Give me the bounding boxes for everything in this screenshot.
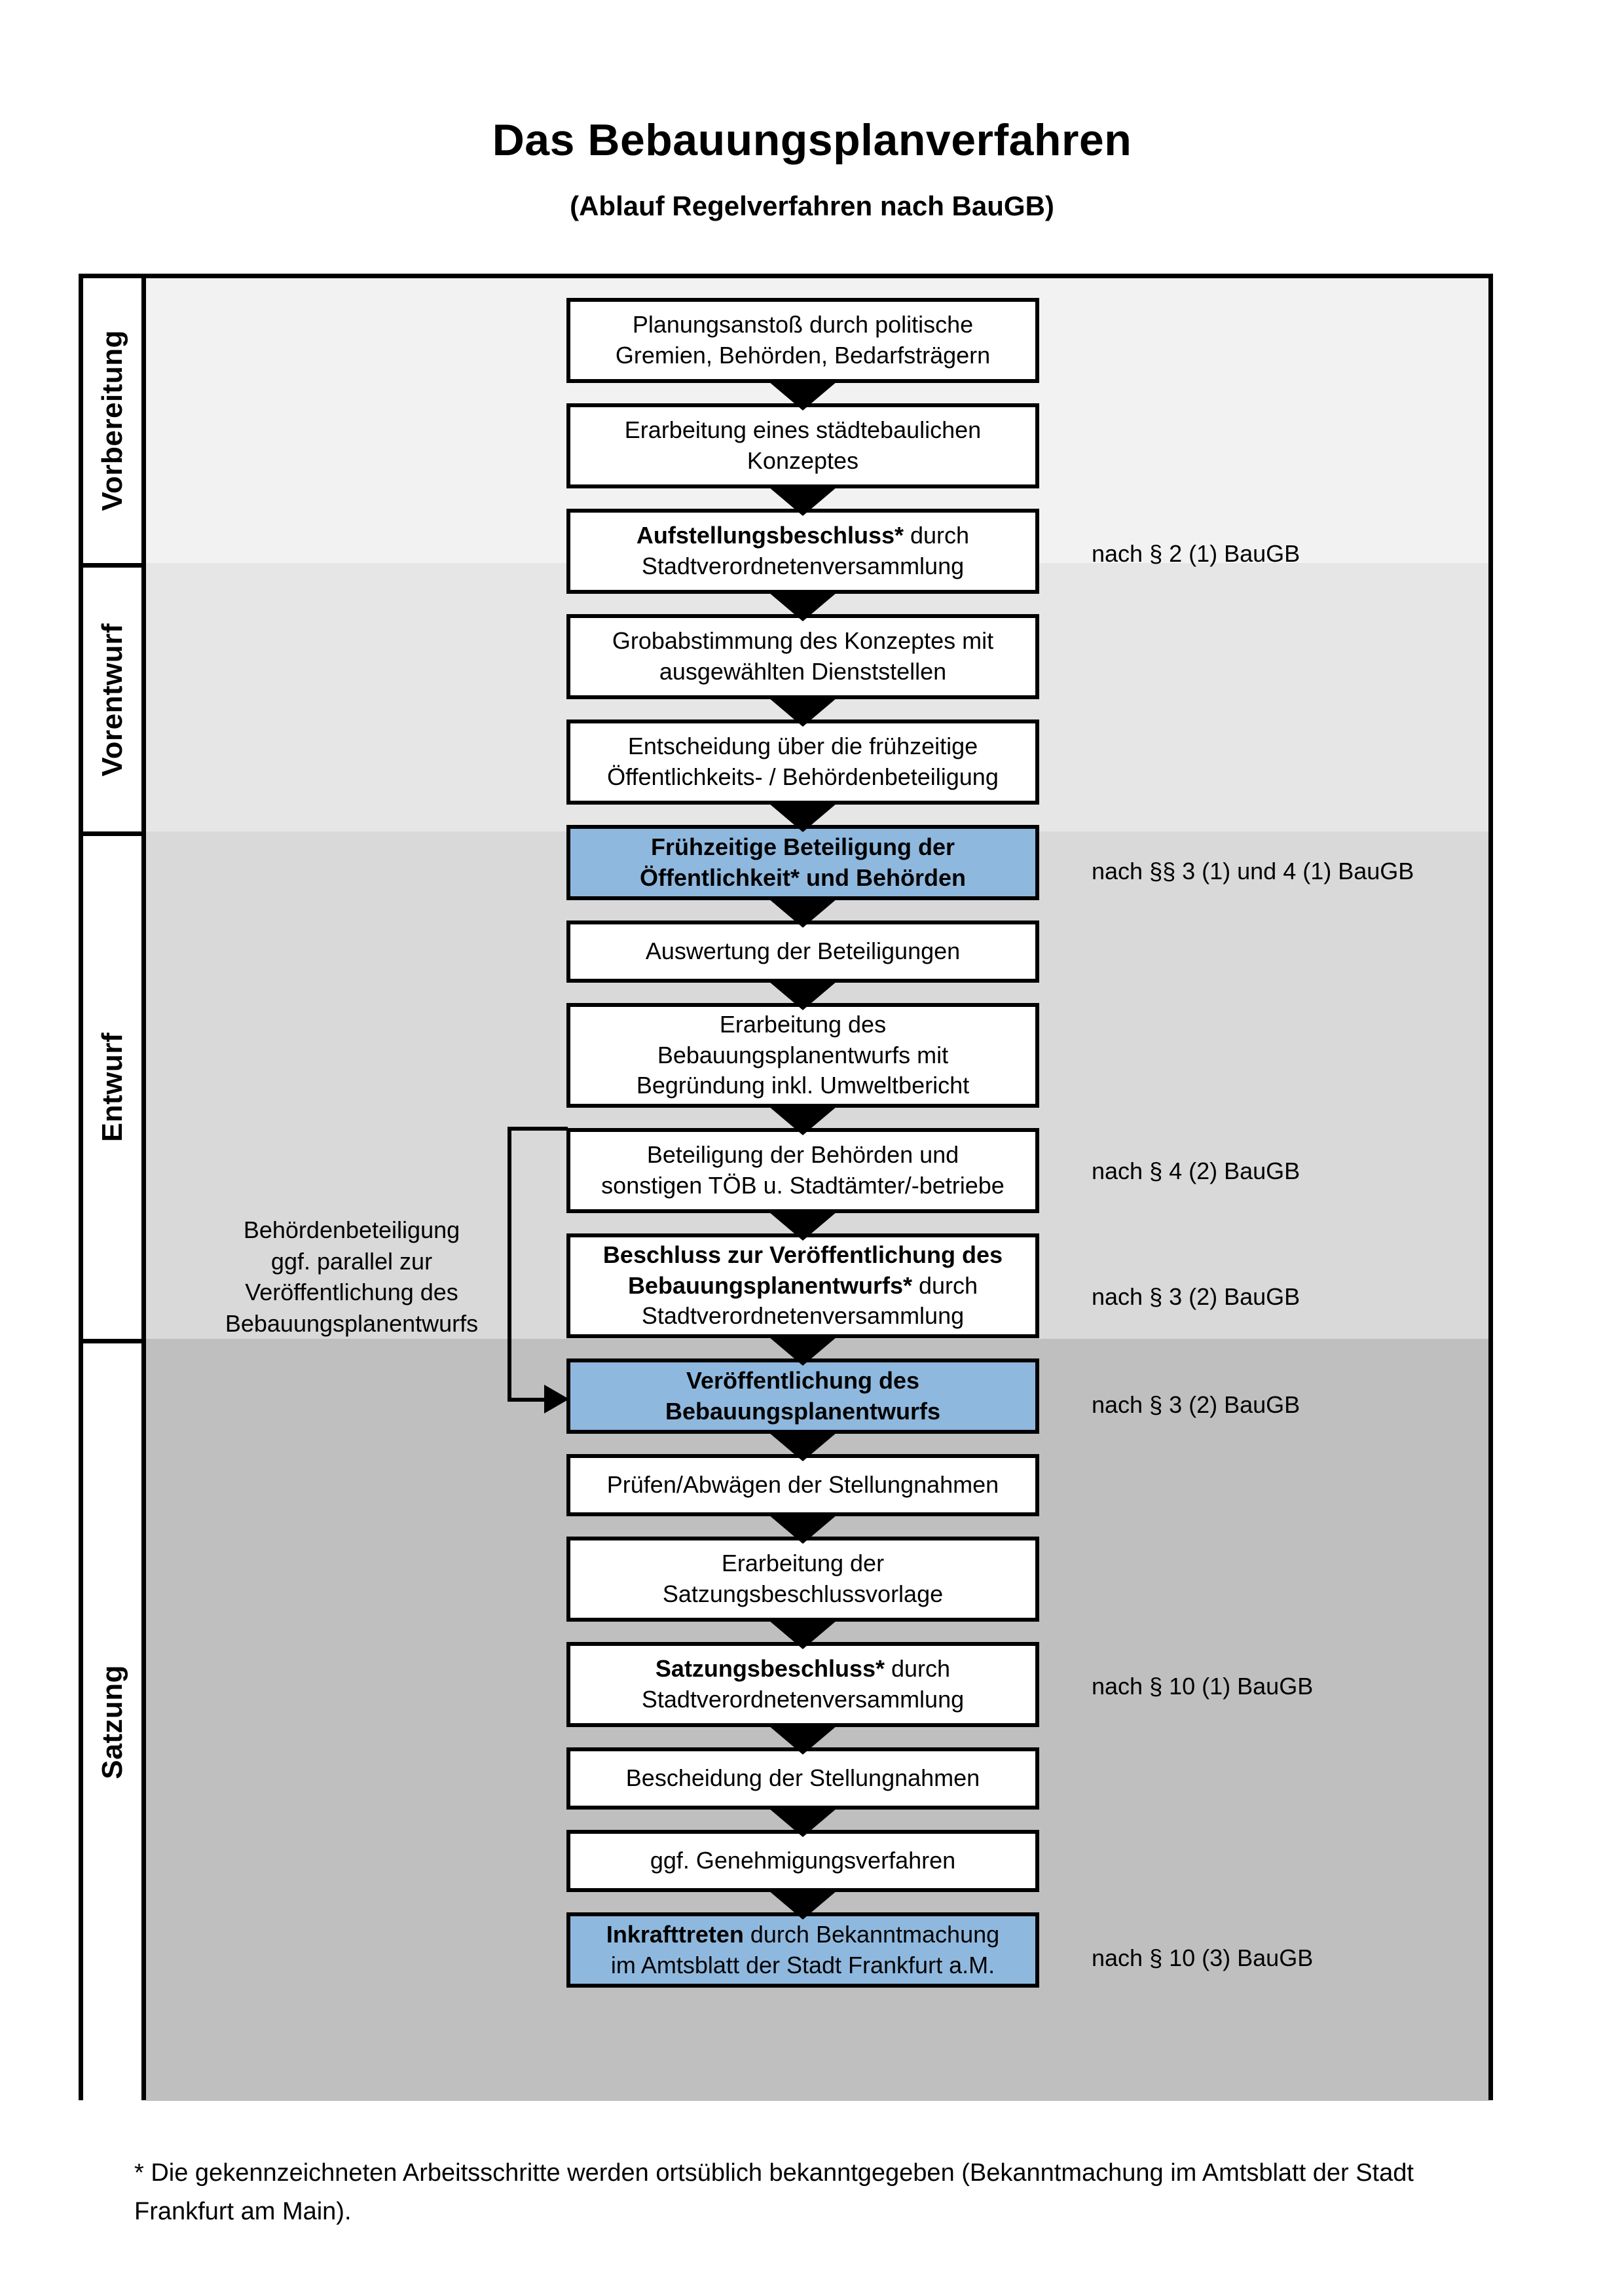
node-line: Konzeptes [747,447,859,474]
phase-label-entwurf: Entwurf [96,1032,128,1142]
node-line: Stadtverordnetenversammlung [641,1302,965,1330]
side-note-line: Bebauungsplanentwurfs [225,1309,479,1337]
phase-label-vorbereitung: Vorbereitung [96,330,128,511]
node-line: Veröffentlichung des [686,1366,920,1394]
phase-label-rail: Vorbereitung Vorentwurf Entwurf Satzung [83,278,146,2101]
node-line: ausgewählten Dienststellen [659,658,947,685]
process-node-satzungsbeschlussvorlage[interactable]: Erarbeitung der Satzungsbeschlussvorlage [566,1537,1039,1622]
process-node-satzungsbeschluss[interactable]: Satzungsbeschluss* durch Stadtverordnete… [566,1642,1039,1727]
connector-segment-left [507,1127,511,1398]
process-node-aufstellungsbeschluss[interactable]: Aufstellungsbeschluss* durch Stadtverord… [566,509,1039,594]
process-node-erarbeitung-bplanentwurf[interactable]: Erarbeitung des Bebauungsplanentwurfs mi… [566,1003,1039,1108]
side-note-line: Veröffentlichung des [245,1279,458,1306]
page-subtitle: (Ablauf Regelverfahren nach BauGB) [570,191,1054,221]
node-line: Prüfen/Abwägen der Stellungnahmen [606,1471,999,1499]
process-node-fruehzeitige-beteiligung[interactable]: Frühzeitige Beteiligung der Öffentlichke… [566,825,1039,900]
node-line: sonstigen TÖB u. Stadtämter/-betriebe [601,1172,1005,1199]
process-node-entscheidung-beteiligung[interactable]: Entscheidung über die frühzeitige Öffent… [566,720,1039,805]
node-line: Öffentlichkeits- / Behördenbeteiligung [607,763,999,790]
node-line: Beteiligung der Behörden und [646,1141,959,1169]
process-node-pruefen-abwaegen[interactable]: Prüfen/Abwägen der Stellungnahmen [566,1454,1039,1516]
process-node-beteiligung-behoerden-toeb[interactable]: Beteiligung der Behörden und sonstigen T… [566,1128,1039,1213]
legal-reference-fruehzeitige-beteiligung: nach §§ 3 (1) und 4 (1) BauGB [1092,858,1414,884]
phase-label-satzung: Satzung [96,1665,128,1779]
node-line-bold: Aufstellungsbeschluss* [636,522,904,549]
legal-reference-behoerdenbeteiligung: nach § 4 (2) BauGB [1092,1157,1301,1184]
phase-cell-satzung: Satzung [83,1339,141,2101]
phase-cell-entwurf: Entwurf [83,831,141,1339]
flowchart-frame: Vorbereitung Vorentwurf Entwurf Satzung … [79,274,1493,2101]
process-node-bescheidung-stellungnahmen[interactable]: Bescheidung der Stellungnahmen [566,1747,1039,1810]
node-line: Frühzeitige Beteiligung der [650,833,955,860]
node-line: durch [885,1655,951,1683]
node-line: Satzungsbeschlussvorlage [662,1580,944,1607]
legal-reference-veroeffentlichung: nach § 3 (2) BauGB [1092,1391,1301,1418]
node-line: ggf. Genehmigungsverfahren [650,1847,956,1874]
node-line: Begründung inkl. Umweltbericht [636,1072,970,1099]
node-line: Erarbeitung der [721,1550,885,1577]
process-node-grobabstimmung[interactable]: Grobabstimmung des Konzeptes mit ausgewä… [566,614,1039,699]
node-line: durch [904,522,970,549]
node-line: durch Bekanntmachung [743,1920,1000,1948]
process-node-genehmigungsverfahren[interactable]: ggf. Genehmigungsverfahren [566,1830,1039,1892]
process-node-veroeffentlichung-bplanentwurf[interactable]: Veröffentlichung des Bebauungsplanentwur… [566,1358,1039,1434]
header: Das Bebauungsplanverfahren (Ablauf Regel… [0,115,1624,222]
connector-segment-top [507,1127,568,1131]
feedback-connector [507,1127,573,1413]
page-title: Das Bebauungsplanverfahren [492,115,1132,165]
node-line: Öffentlichkeit* und Behörden [639,864,967,891]
connector-segment-bottom [507,1398,545,1402]
node-line: Bescheidung der Stellungnahmen [625,1764,980,1792]
process-node-staedtebauliches-konzept[interactable]: Erarbeitung eines städtebaulichen Konzep… [566,403,1039,488]
legal-reference-inkrafttreten: nach § 10 (3) BauGB [1092,1944,1314,1971]
node-line: Erarbeitung des [719,1010,887,1038]
node-line: Erarbeitung eines städtebaulichen [624,416,982,444]
legal-reference-satzungsbeschluss: nach § 10 (1) BauGB [1092,1673,1314,1700]
side-note-line: ggf. parallel zur [270,1247,433,1275]
footnote: * Die gekennzeichneten Arbeitsschritte w… [134,2159,1414,2225]
node-line: Stadtverordnetenversammlung [641,1686,965,1713]
legal-reference-beschluss-veroeffentlichung: nach § 3 (2) BauGB [1092,1283,1301,1310]
connector-arrowhead [544,1385,569,1413]
process-node-planungsanstoss[interactable]: Planungsanstoß durch politische Gremien,… [566,298,1039,383]
side-note-line: Behördenbeteiligung [243,1216,460,1243]
phase-label-vorentwurf: Vorentwurf [96,623,128,776]
process-node-inkrafttreten[interactable]: Inkrafttreten durch Bekanntmachung im Am… [566,1912,1039,1988]
node-line: Entscheidung über die frühzeitige [627,733,978,760]
node-line: Auswertung der Beteiligungen [645,938,961,965]
node-line: Bebauungsplanentwurfs [665,1397,941,1425]
side-note-behoerdenbeteiligung: Behördenbeteiligung ggf. parallel zur Ve… [198,1214,506,1339]
legal-reference-aufstellungsbeschluss: nach § 2 (1) BauGB [1092,540,1301,567]
node-line: Grobabstimmung des Konzeptes mit [612,627,994,655]
node-line-bold: Satzungsbeschluss* [655,1655,885,1683]
process-node-auswertung-beteiligungen[interactable]: Auswertung der Beteiligungen [566,920,1039,983]
node-line: Gremien, Behörden, Bedarfsträgern [615,342,991,369]
node-line: durch [912,1271,978,1299]
node-line-bold: Inkrafttreten [606,1920,744,1948]
node-line: Stadtverordnetenversammlung [641,553,965,579]
node-line: Planungsanstoß durch politische [632,311,974,338]
phase-cell-vorbereitung: Vorbereitung [83,278,141,563]
node-line: im Amtsblatt der Stadt Frankfurt a.M. [610,1951,995,1978]
node-line-bold: Beschluss zur Veröffentlichung des [602,1241,1003,1268]
node-line: Bebauungsplanentwurfs mit [657,1041,949,1068]
process-node-beschluss-veroeffentlichung[interactable]: Beschluss zur Veröffentlichung des Bebau… [566,1233,1039,1338]
node-line-bold: Bebauungsplanentwurfs* [627,1271,912,1299]
phase-cell-vorentwurf: Vorentwurf [83,563,141,831]
